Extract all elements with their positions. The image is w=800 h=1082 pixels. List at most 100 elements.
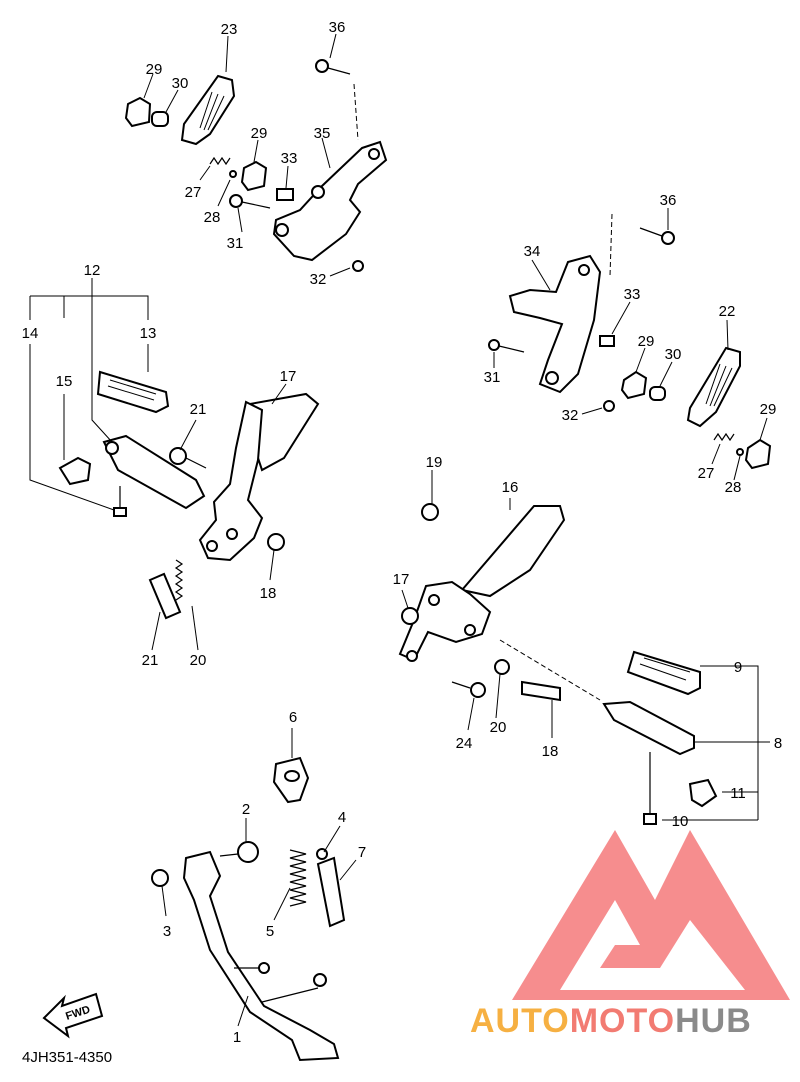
callout-32-b: 32 (562, 407, 579, 424)
callout-14: 14 (22, 325, 39, 342)
part-30-collar-b (649, 386, 666, 401)
part-28-pin-b (736, 448, 744, 456)
part-18-pin (521, 680, 561, 702)
logo-mark (512, 830, 790, 1000)
callout-36-a: 36 (329, 19, 346, 36)
rear-right-footrest-group (488, 213, 772, 470)
callout-29-b: 29 (251, 125, 268, 142)
callout-21-a: 18 (260, 585, 277, 602)
part-28-pin-a (229, 170, 237, 178)
callout-35: 35 (314, 125, 331, 142)
callout-1: 1 (233, 1029, 241, 1046)
callout-5: 5 (266, 923, 274, 940)
callout-17: 17 (280, 368, 297, 385)
part-15-weight (58, 456, 92, 486)
callout-19: 17 (393, 571, 410, 588)
callout-20: 20 (490, 719, 507, 736)
part-13-rubber (96, 370, 170, 414)
part-22-spring (174, 559, 184, 601)
callout-16: 16 (502, 479, 519, 496)
callout-29-c: 29 (638, 333, 655, 350)
part-23-collar (148, 572, 182, 620)
part-21-nut-b (421, 503, 439, 521)
part-3-nut (151, 869, 169, 887)
part-24-bolt-head-a (169, 447, 187, 465)
part-36-bolt-head-b (661, 231, 675, 245)
callout-28-b: 28 (725, 479, 742, 496)
part-27-spring-a (209, 156, 231, 166)
fwd-arrow-icon: FWD (42, 992, 104, 1039)
callout-3: 3 (163, 923, 171, 940)
callout-21-b: 19 (426, 454, 443, 471)
callout-33-a: 33 (281, 150, 298, 167)
callout-13: 13 (140, 325, 157, 342)
logo-word-hub: HUB (675, 1002, 752, 1040)
part-24-bolt-head-b (470, 682, 486, 698)
logo-word-moto: MOTO (570, 1002, 675, 1040)
callout-28-a: 28 (204, 209, 221, 226)
callout-24-b: 24 (456, 735, 473, 752)
callout-33-b: 33 (624, 286, 641, 303)
callout-29-d: 29 (760, 401, 777, 418)
part-25-footrest (686, 346, 741, 428)
callout-29-a: 29 (146, 61, 163, 78)
part-14-bolt (113, 507, 127, 517)
callout-30-a: 30 (172, 75, 189, 92)
part-29-cap-b (240, 160, 268, 192)
part-29-cap-d (744, 438, 772, 470)
left-footrest-group (58, 370, 320, 620)
part-8-footrest (602, 700, 695, 756)
callout-8: 8 (774, 735, 782, 752)
callout-23: 21 (142, 652, 159, 669)
part-10-bolt (643, 813, 657, 825)
callout-2: 2 (242, 801, 250, 818)
callout-25: 22 (719, 303, 736, 320)
part-5-spring (289, 849, 307, 907)
callout-18: 18 (542, 743, 559, 760)
callout-30-b: 30 (665, 346, 682, 363)
rear-left-footrest-group (124, 59, 388, 272)
callout-31-a: 31 (227, 235, 244, 252)
part-26-footrest (180, 74, 236, 146)
callout-27-a: 27 (185, 184, 202, 201)
callout-11: 11 (730, 785, 746, 802)
part-21-nut-a (267, 533, 285, 551)
part-16-heel-guard (460, 505, 566, 598)
part-31-bolt-head-b (488, 339, 500, 351)
part-20-washer (494, 659, 510, 675)
callout-15: 15 (56, 373, 73, 390)
part-1-sidestand (182, 850, 340, 1062)
part-code: 4JH351-4350 (22, 1049, 112, 1066)
part-2-bolt-head (237, 841, 259, 863)
callout-22: 20 (190, 652, 207, 669)
right-footrest-group (398, 503, 718, 825)
part-30-collar-a (151, 111, 169, 127)
part-32-nut-b (603, 400, 615, 412)
callout-26: 23 (221, 21, 238, 38)
part-bracket-right (398, 580, 492, 662)
part-7-spring (316, 856, 346, 928)
part-35-bracket (272, 140, 388, 262)
callout-12: 12 (84, 262, 101, 279)
part-9-rubber (626, 650, 701, 696)
callout-36-b: 36 (660, 192, 677, 209)
logo-word-auto: AUTO (470, 1002, 570, 1040)
callout-4: 4 (338, 809, 346, 826)
callout-labels: 23 29 30 29 36 35 33 27 28 31 32 36 34 3… (22, 19, 783, 1046)
part-29-cap-a (124, 96, 152, 128)
automotohub-logo (512, 830, 790, 1000)
part-29-cap-c (620, 370, 648, 400)
part-12-footrest (102, 434, 206, 510)
part-11-weight (688, 778, 718, 808)
logo-text: AUTOMOTOHUB (470, 1002, 752, 1040)
callout-10: 10 (672, 813, 689, 830)
part-19-washer (401, 607, 419, 625)
callout-32-a: 32 (310, 271, 327, 288)
callout-7: 7 (358, 844, 366, 861)
callout-31-b: 31 (484, 369, 501, 386)
part-36-bolt-head-a (315, 59, 329, 73)
part-31-bolt-head-a (229, 194, 243, 208)
callout-27-b: 27 (698, 465, 715, 482)
callout-34: 34 (524, 243, 541, 260)
